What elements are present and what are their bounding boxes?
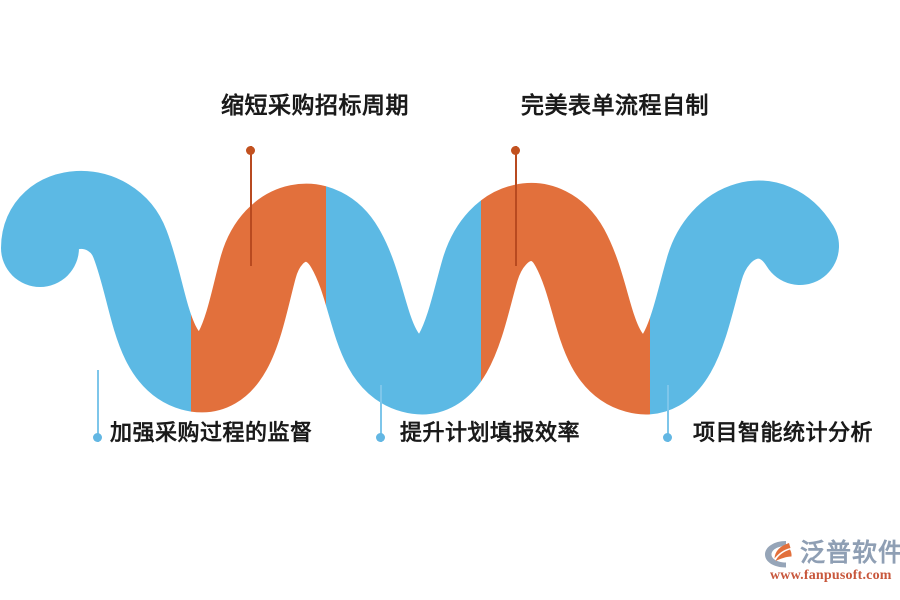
wave-segment-2 — [40, 210, 800, 375]
wave-label-top-1: 缩短采购招标周期 — [221, 92, 409, 118]
connector-line — [250, 146, 252, 266]
connector-dot — [376, 433, 386, 442]
wave-label-bottom-2: 提升计划填报效率 — [400, 420, 581, 445]
connector-dot — [246, 146, 256, 155]
logo-name: 泛普软件 — [800, 539, 900, 567]
wave-label-top-2: 完美表单流程自制 — [521, 92, 709, 118]
wave-segment-5 — [40, 210, 800, 375]
connector-dot — [511, 146, 521, 155]
connector-line — [380, 385, 382, 442]
connector-line — [97, 370, 99, 442]
wave-label-bottom-1: 加强采购过程的监督 — [110, 420, 313, 445]
logo-url: www.fanpusoft.com — [770, 568, 892, 583]
wave-label-bottom-3: 项目智能统计分析 — [693, 420, 874, 445]
connector-dot — [663, 433, 673, 442]
brand-logo: 泛普软件 www.fanpusoft.com — [764, 538, 900, 590]
fanpu-logo-icon — [765, 541, 792, 568]
connector-line — [667, 385, 669, 442]
connector-dot — [93, 433, 103, 442]
wave-segment-1 — [40, 210, 800, 375]
wave-segment-4 — [40, 210, 800, 375]
wave-segment-3 — [40, 210, 800, 375]
connector-line — [515, 146, 517, 266]
